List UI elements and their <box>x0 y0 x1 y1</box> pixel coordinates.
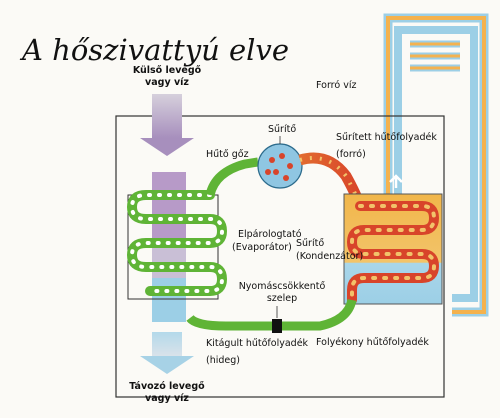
liquid-refrigerant-label: Folyékony hűtőfolyadék <box>316 337 429 348</box>
cold-liquid-label-line2: (hideg) <box>206 355 240 366</box>
cold-liquid-label-line1: Kitágult hűtőfolyadék <box>206 338 309 349</box>
compressor <box>257 143 303 189</box>
outlet-label-line2: vagy víz <box>145 393 189 404</box>
inlet-label-line2: vagy víz <box>145 77 189 88</box>
housing-outline <box>115 115 445 398</box>
condenser-label-line2: (Kondenzátor) <box>296 251 363 262</box>
vapor-pipe <box>205 157 259 197</box>
valve-label-line2: szelep <box>267 293 297 304</box>
condenser-bubbles <box>349 204 437 302</box>
compressor-label: Sűrítő <box>268 124 296 135</box>
valve-label-line1: Nyomáscsökkentő <box>239 281 326 292</box>
compressed-label-line2: (forró) <box>336 149 366 160</box>
hot-water-label: Forró víz <box>316 80 356 91</box>
inlet-label-line1: Külső levegő <box>133 65 202 76</box>
compressed-label-line1: Sűrített hűtőfolyadék <box>336 132 437 143</box>
condenser-label-line1: Sűrítő <box>296 238 324 249</box>
outlet-label-line1: Távozó levegő <box>129 381 205 392</box>
evaporator-label-line2: (Evaporátor) <box>232 242 292 253</box>
inlet-arrow <box>140 94 194 156</box>
evaporator-label-line1: Elpárologtató <box>238 229 302 240</box>
vapor-label: Hűtő gőz <box>206 149 249 160</box>
page-title: A hőszivattyú elve <box>19 33 289 67</box>
outlet-arrow <box>140 332 194 374</box>
hot-water-up-arrow <box>389 174 403 188</box>
evaporator-bubbles <box>129 193 225 293</box>
expansion-valve <box>272 319 282 333</box>
hot-water-pipe <box>383 13 489 317</box>
